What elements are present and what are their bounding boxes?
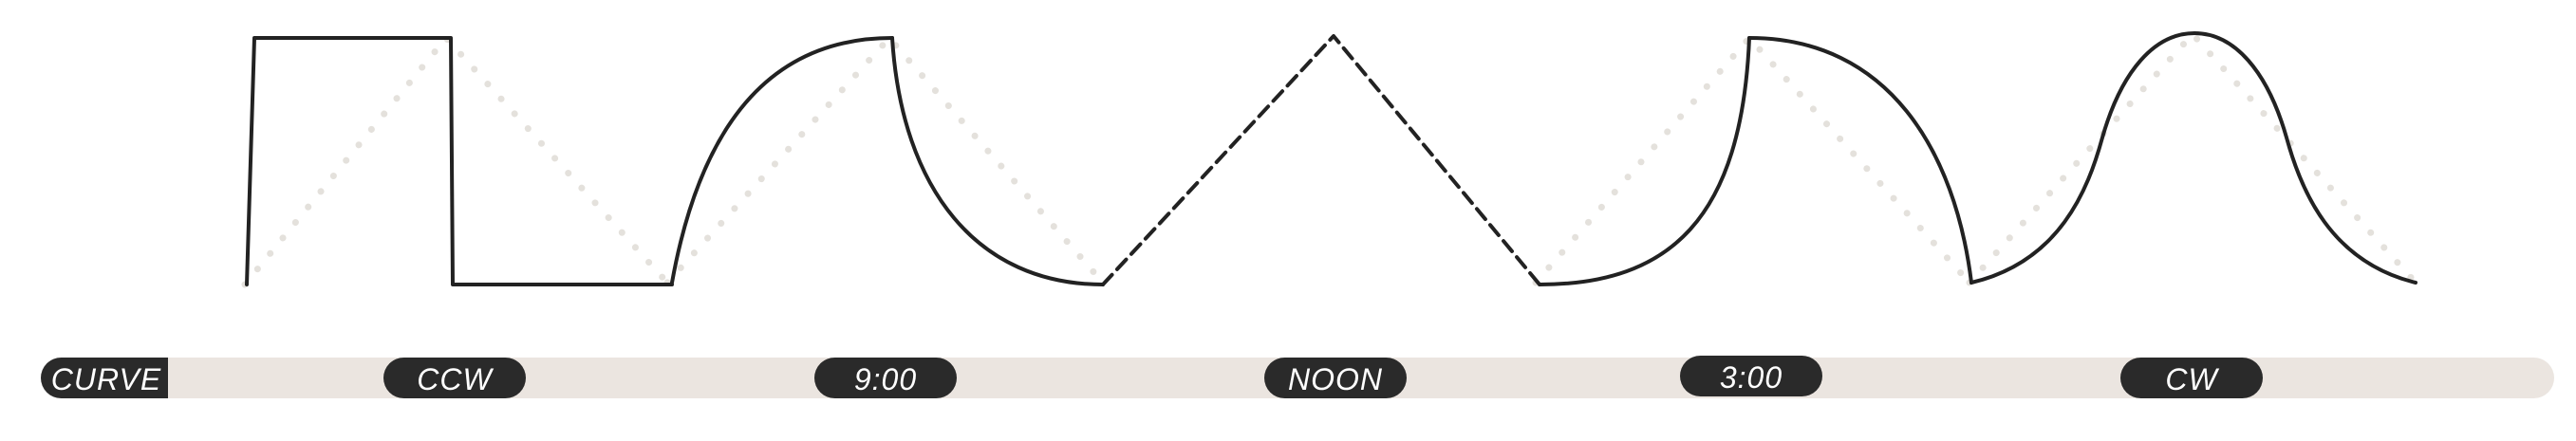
position-9-00-bg [814,358,957,398]
position-noon-bg [1264,358,1407,398]
curve-label-bg [41,358,168,398]
curve-linear-noon [1101,34,1541,286]
position-3-00-label: 3:00 [1720,360,1783,395]
curve-exponential-down-3 [1747,36,1973,285]
scale-position-9-00[interactable]: 9:00 [814,358,957,398]
reference-segment-4 [1966,28,2419,286]
position-cw-label: CW [2165,362,2219,396]
curve-exponential-up-9 [670,36,894,285]
position-ccw-label: CCW [417,362,494,396]
reference-linear-curve [241,28,2419,288]
curve-label-text: CURVE [51,362,161,396]
position-cw-bg [2120,358,2263,398]
curve-logarithmic-down-9 [890,36,1105,286]
curve-scurve-cw [1969,31,2417,285]
scale-position-ccw[interactable]: CCW [383,358,526,398]
reference-segment-1 [241,32,671,288]
curve-label-pill: CURVE [41,358,168,398]
position-noon-label: NOON [1288,362,1383,396]
reference-segment-3 [1532,32,1973,286]
reference-segment-2 [663,32,1107,286]
scale-position-cw[interactable]: CW [2120,358,2263,398]
curve-square-ccw [245,36,674,286]
curve-logarithmic-up-3 [1538,36,1751,286]
curve-shapes [245,31,2417,286]
position-9-00-label: 9:00 [854,362,917,396]
position-3-00-bg [1680,356,1822,396]
position-ccw-bg [383,358,526,398]
scale-position-3-00[interactable]: 3:00 [1680,356,1822,396]
scale-position-noon[interactable]: NOON [1264,358,1407,398]
